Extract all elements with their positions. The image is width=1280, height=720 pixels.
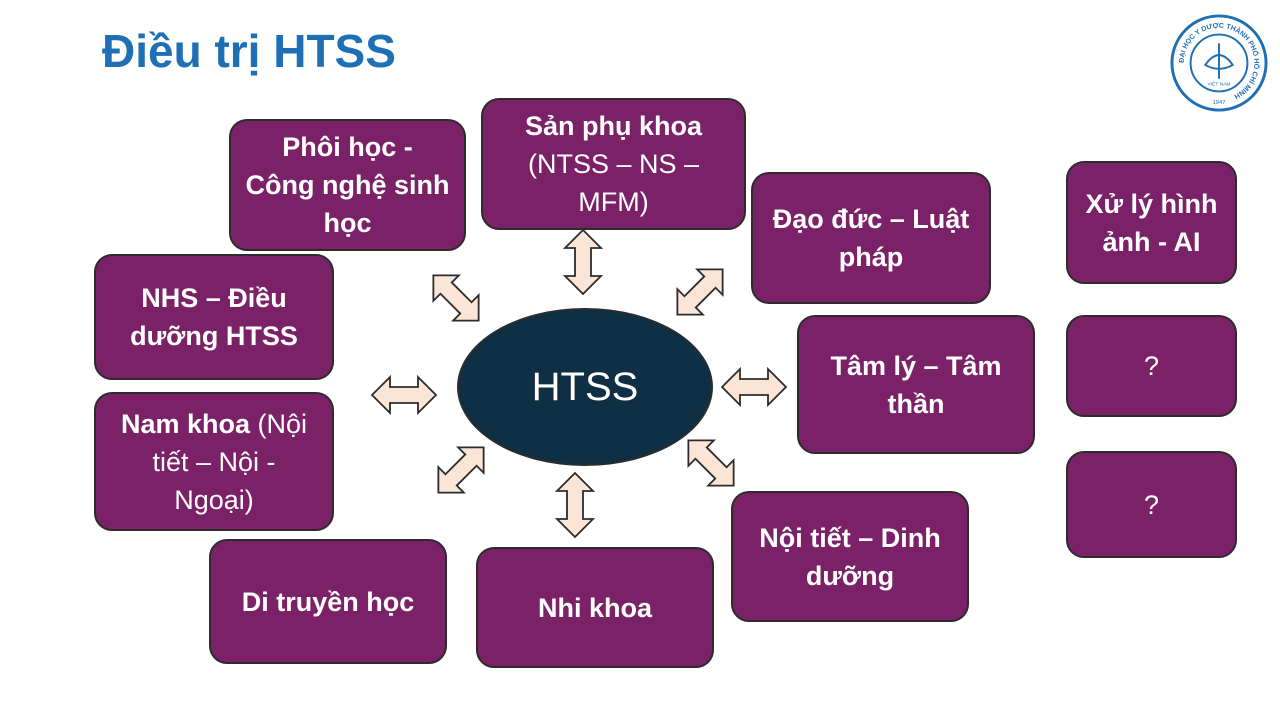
double-arrow-icon (676, 268, 724, 316)
node-sublabel: (NTSS – NS – MFM) (527, 149, 700, 217)
node-nhs: NHS – Điều dưỡng HTSS (94, 254, 334, 380)
logo-country: VIỆT NAM (1207, 80, 1230, 88)
node-nam-khoa: Nam khoa (Nội tiết – Nội - Ngoại) (94, 392, 334, 531)
double-arrow-icon (437, 446, 485, 494)
node-label: Nội tiết – Dinh dưỡng (759, 522, 941, 591)
hub-label: HTSS (531, 364, 639, 409)
slide-title: Điều trị HTSS (102, 25, 396, 77)
node-label: Nhi khoa (537, 592, 652, 623)
node-tam-ly: Tâm lý – Tâm thần (797, 315, 1035, 454)
node-label: Đạo đức – Luật pháp (772, 204, 970, 272)
node-unknown-1: ? (1066, 315, 1237, 417)
node-label: Phôi học - Công nghệ sinh học (245, 132, 450, 238)
double-arrow-icon (720, 366, 788, 408)
node-di-truyen: Di truyền học (209, 539, 447, 664)
node-san-phu-khoa: Sản phụ khoa (NTSS – NS – MFM) (481, 98, 746, 230)
node-label: ? (1143, 351, 1160, 381)
node-xu-ly-hinh-anh: Xử lý hình ảnh - AI (1066, 161, 1237, 284)
hub-ellipse: HTSS (457, 308, 713, 466)
double-arrow-icon (370, 374, 438, 416)
double-arrow-icon (687, 439, 735, 487)
node-nhi-khoa: Nhi khoa (476, 547, 714, 668)
node-unknown-2: ? (1066, 451, 1237, 558)
node-label: Di truyền học (241, 586, 415, 617)
node-dao-duc: Đạo đức – Luật pháp (751, 172, 991, 304)
node-label: Sản phụ khoa (524, 111, 703, 141)
node-label: Xử lý hình ảnh - AI (1085, 188, 1218, 257)
double-arrow-icon (432, 274, 480, 322)
university-logo: ĐẠI HỌC Y DƯỢC THÀNH PHỐ HỒ CHÍ MINH VIỆ… (1170, 14, 1268, 112)
logo-year: 1947 (1212, 100, 1225, 106)
node-label: Nam khoa (120, 408, 250, 439)
double-arrow-icon (554, 471, 596, 539)
node-label: ? (1143, 489, 1160, 520)
node-label: NHS – Điều dưỡng HTSS (130, 283, 298, 351)
double-arrow-icon (562, 228, 604, 296)
node-noi-tiet: Nội tiết – Dinh dưỡng (731, 491, 969, 622)
node-sublabel: (Nội tiết – Nội - Ngoại) (152, 408, 308, 515)
node-phoi-hoc: Phôi học - Công nghệ sinh học (229, 119, 466, 251)
node-label: Tâm lý – Tâm thần (830, 350, 1002, 419)
